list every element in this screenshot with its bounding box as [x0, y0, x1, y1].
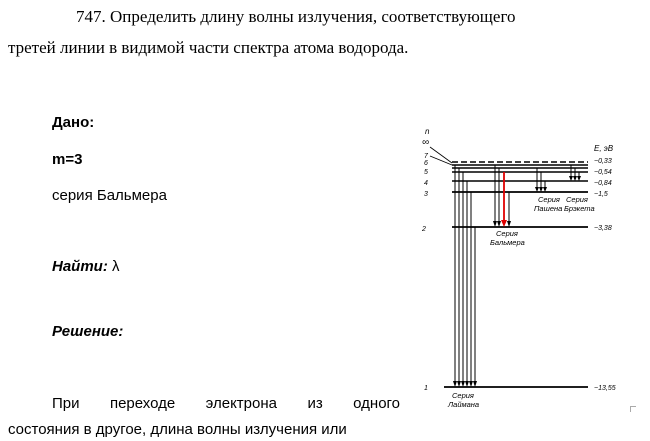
series-lyman-label-2: Лаймана — [447, 400, 479, 409]
corner-mark — [630, 406, 636, 412]
arrowhead — [469, 381, 473, 387]
series-brackett-label-2: Брэкета — [564, 204, 595, 213]
solution-heading: Решение: — [52, 323, 124, 340]
series-lyman-label-1: Серия — [452, 391, 474, 400]
series-balmer-label-2: Бальмера — [490, 238, 525, 247]
arrowhead — [569, 176, 573, 181]
solution-text-line-2: состояния в другое, длина волны излучени… — [8, 421, 347, 438]
energy-value-2: −3,38 — [594, 225, 612, 232]
energy-axis-label: E, эВ — [594, 144, 614, 153]
energy-value-7: −0,33 — [594, 158, 612, 165]
solution-word: При — [52, 395, 80, 412]
arrowhead — [539, 187, 543, 192]
highlighted-arrowhead — [501, 220, 507, 227]
problem-line-1: 747. Определить длину волны излучения, с… — [76, 7, 516, 26]
solution-word: переходе — [109, 395, 176, 412]
n-axis-label: n — [425, 127, 430, 136]
arrowhead — [457, 381, 461, 387]
brackett-arrowheads — [569, 176, 581, 181]
arrowhead — [543, 187, 547, 192]
paschen-arrowheads — [535, 187, 547, 192]
infinity-label: ∞ — [422, 137, 429, 148]
level-number-2: 2 — [421, 226, 426, 233]
energy-level-diagram: n ∞ E, эВ 7 6 5 4 3 2 1 −0,33 −0,54 −0,8… — [421, 127, 616, 409]
level-number-1: 1 — [424, 385, 428, 392]
level-number-3: 3 — [424, 191, 428, 198]
find-value: λ — [107, 258, 120, 275]
energy-value-4: −0,84 — [594, 180, 612, 187]
level-number-7: 7 — [424, 153, 429, 160]
find-line: Найти: λ — [52, 258, 120, 275]
arrowhead — [453, 381, 457, 387]
level-number-5: 5 — [424, 169, 428, 176]
arrowhead — [535, 187, 539, 192]
energy-value-1: −13,55 — [594, 385, 616, 392]
solution-word: из — [307, 395, 323, 412]
balmer-arrowheads — [493, 221, 511, 227]
level-number-4: 4 — [424, 180, 428, 187]
balmer-series-arrows — [494, 165, 510, 222]
arrowhead — [507, 221, 511, 227]
energy-value-5: −0,54 — [594, 169, 612, 176]
arrowhead — [493, 221, 497, 227]
series-paschen-label-1: Серия — [538, 195, 560, 204]
paschen-series-arrows — [536, 168, 546, 188]
arrowhead — [573, 176, 577, 181]
series-paschen-label-2: Пашена — [534, 204, 562, 213]
solution-word: электрона — [205, 395, 277, 412]
series-balmer-label-1: Серия — [496, 229, 518, 238]
energy-value-3: −1,5 — [594, 191, 608, 198]
lyman-series-arrows — [454, 165, 476, 382]
lyman-arrowheads — [453, 381, 477, 387]
problem-line-2: третей линии в видимой части спектра ато… — [8, 38, 409, 57]
arrowhead — [497, 221, 501, 227]
given-series: серия Бальмера — [52, 187, 167, 204]
arrowhead — [465, 381, 469, 387]
find-label: Найти: — [52, 258, 108, 275]
series-brackett-label-1: Серия — [566, 195, 588, 204]
arrowhead — [577, 176, 581, 181]
given-m-value: m=3 — [52, 151, 83, 168]
level-number-6: 6 — [424, 160, 428, 167]
pointer-line — [429, 155, 453, 166]
given-heading: Дано: — [52, 114, 95, 131]
arrowhead — [473, 381, 477, 387]
pointer-line — [429, 146, 453, 164]
solution-text-line-1: При переходе электрона из одного — [52, 395, 400, 412]
arrowhead — [461, 381, 465, 387]
solution-word: одного — [353, 395, 401, 412]
brackett-series-arrows — [570, 165, 580, 177]
